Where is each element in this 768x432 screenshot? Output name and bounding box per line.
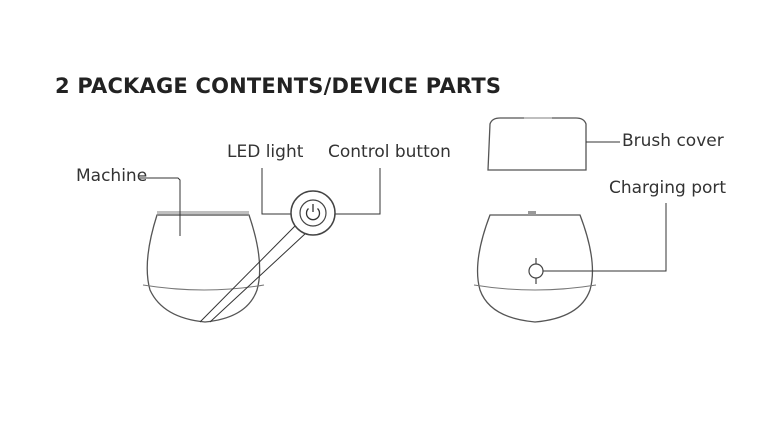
- machine-label: Machine: [76, 166, 148, 186]
- brush-cover-label: Brush cover: [622, 131, 724, 151]
- charging-port-label: Charging port: [609, 178, 727, 198]
- power-icon: [305, 204, 321, 221]
- machine-leader-line: [140, 177, 181, 236]
- brush-cover-illustration: [487, 117, 587, 171]
- zoom-line: [209, 232, 307, 323]
- led-light-leader-line: [261, 168, 296, 215]
- led-light-label: LED light: [227, 142, 304, 162]
- machine-top-band: [157, 211, 249, 216]
- section-heading: 2 PACKAGE CONTENTS/DEVICE PARTS: [55, 74, 502, 98]
- machine-illustration: [142, 211, 265, 323]
- charging-port-icon: [528, 258, 544, 284]
- control-button-magnified: [290, 190, 336, 236]
- zoom-line: [199, 224, 297, 323]
- control-button-leader-line: [330, 168, 381, 215]
- control-button-label: Control button: [328, 142, 451, 162]
- base-illustration: [473, 211, 597, 323]
- charging-port-leader-line: [543, 203, 667, 272]
